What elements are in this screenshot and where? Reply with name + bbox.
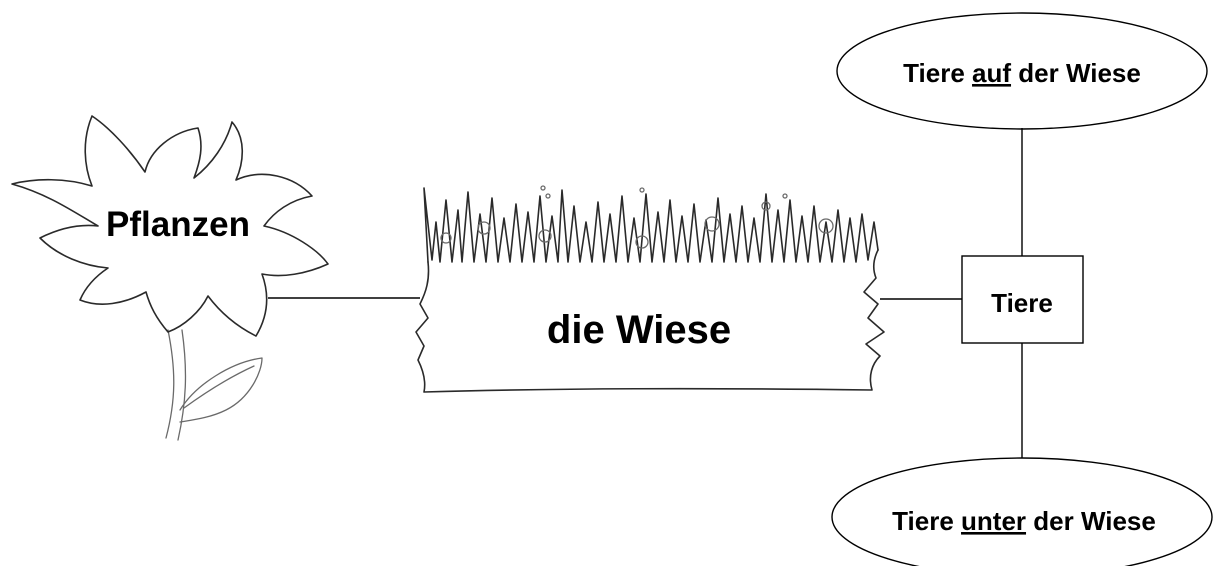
animals-label: Tiere [991,288,1053,318]
animals-on-suffix: der Wiese [1011,58,1141,88]
animals-under-ellipse [831,457,1213,566]
animals-under-prefix: Tiere [892,506,961,536]
meadow-grass [423,187,879,263]
flower-petals [11,115,329,337]
animals-box [961,255,1084,344]
flower-drawing [11,115,329,441]
plants-label: Pflanzen [106,205,250,244]
animals-on-emphasis: auf [972,58,1011,88]
meadow-outline [415,249,885,393]
meadow-drawing [415,185,885,393]
meadow-flowers [440,185,834,249]
animals-under-emphasis: unter [961,506,1026,536]
center-label: die Wiese [547,308,731,352]
flower-leaf [179,357,263,423]
animals-on-label: Tiere auf der Wiese [903,58,1141,88]
animals-on-prefix: Tiere [903,58,972,88]
animals-under-label: Tiere unter der Wiese [892,506,1156,536]
animals-under-suffix: der Wiese [1026,506,1156,536]
flower-stem [165,329,187,441]
animals-on-ellipse [836,12,1208,130]
